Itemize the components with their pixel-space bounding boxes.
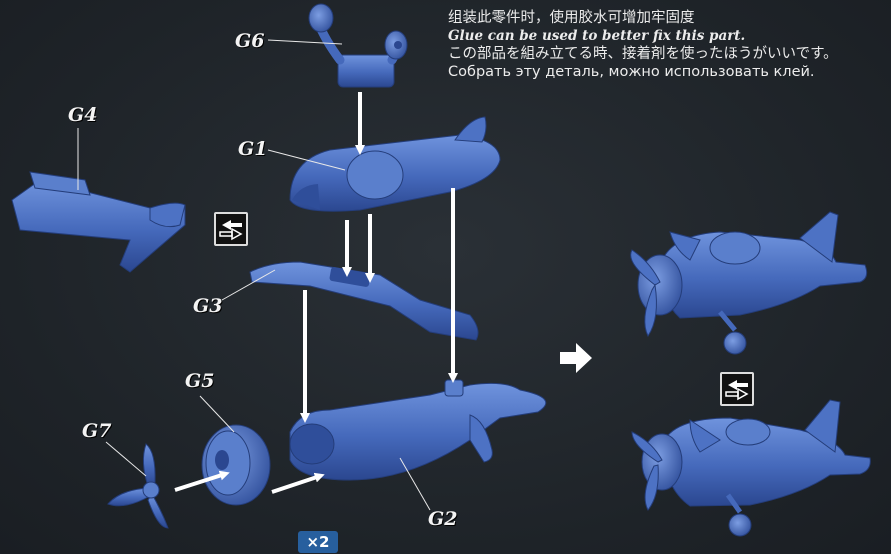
part-g6-landing-gear xyxy=(308,3,408,88)
label-g5: G5 xyxy=(185,370,215,392)
glue-instruction-notes: 组装此零件时，使用胶水可增加牢固度 Glue can be used to be… xyxy=(448,9,888,81)
note-chinese: 组装此零件时，使用胶水可增加牢固度 xyxy=(448,10,695,26)
label-g7: G7 xyxy=(82,420,112,442)
part-g4-tail-section xyxy=(11,171,186,273)
part-g1-upper-fuselage xyxy=(289,116,501,212)
part-g3-wings xyxy=(249,261,479,341)
flip-over-icon-2 xyxy=(720,372,754,406)
label-g6: G6 xyxy=(235,30,265,52)
note-english: Glue can be used to better fix this part… xyxy=(448,28,746,44)
note-russian: Собрать эту деталь, можно использовать к… xyxy=(448,64,815,80)
quantity-badge: ×2 xyxy=(298,531,338,553)
part-g5-cowling xyxy=(201,424,271,506)
flip-over-icon xyxy=(214,212,248,246)
label-leader-lines xyxy=(77,39,431,511)
label-g3: G3 xyxy=(193,295,223,317)
part-g7-propeller xyxy=(107,443,169,529)
result-arrow-icon xyxy=(560,343,592,373)
assembled-plane-view-2 xyxy=(631,399,871,537)
label-g4: G4 xyxy=(68,104,98,126)
note-japanese: この部品を組み立てる時、接着剤を使ったほうがいいです。 xyxy=(448,46,838,62)
label-g1: G1 xyxy=(238,138,268,160)
part-g2-lower-fuselage xyxy=(289,379,547,481)
label-g2: G2 xyxy=(428,508,458,530)
assembly-arrows xyxy=(174,92,458,494)
assembled-plane-view-1 xyxy=(630,211,868,355)
